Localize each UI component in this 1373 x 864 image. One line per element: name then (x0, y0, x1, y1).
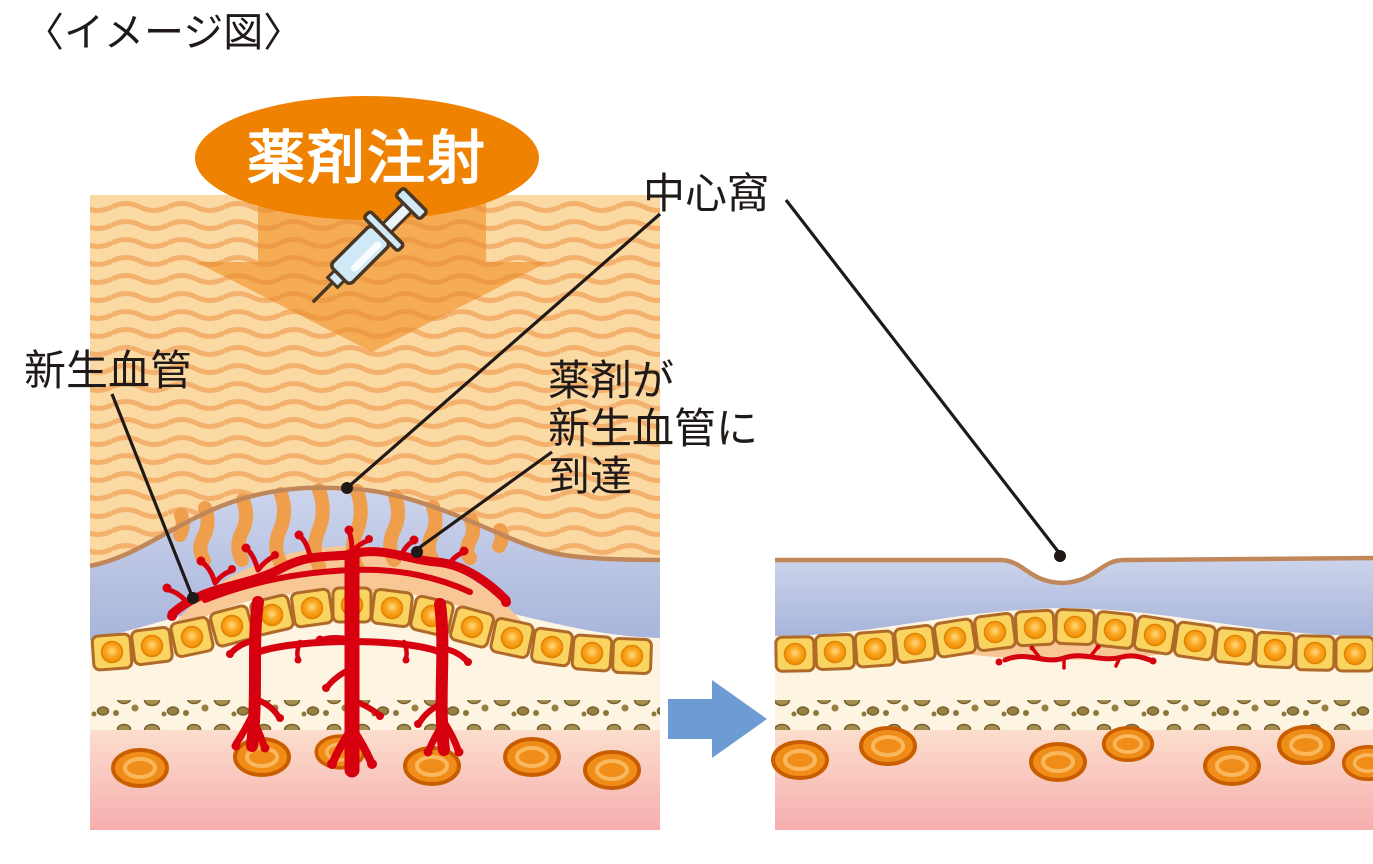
retina-membrane-line (89, 485, 661, 569)
rpe-cell (90, 632, 134, 672)
choroid-vessel (583, 750, 641, 790)
leader-dot (411, 546, 423, 558)
rpe-cell (168, 614, 216, 660)
drug-reach-line1: 薬剤が (548, 356, 674, 405)
rpe-cell (932, 616, 978, 660)
retina-blue-layer (775, 558, 1373, 636)
rpe-cell (1013, 608, 1057, 648)
rpe-cell (570, 633, 614, 673)
neovascular-network (162, 525, 511, 778)
choroid-vessel (1341, 744, 1373, 782)
drug-reach-line3: 到達 (548, 452, 632, 501)
new-vessels-label: 新生血管 (24, 346, 192, 395)
leader-line-fovea-left (345, 212, 662, 490)
rpe-cell (1053, 607, 1097, 647)
rpe-cell (369, 587, 415, 629)
leader-line-drug-reach (415, 450, 553, 552)
rpe-cell (1132, 613, 1178, 657)
rpe-cell (610, 636, 654, 676)
drug-reach-line2: 新生血管に (548, 404, 758, 453)
rpe-cell (289, 587, 335, 629)
page-title: 〈イメージ図〉 (24, 10, 303, 56)
rpe-cell (129, 625, 175, 667)
choroid-layer (90, 730, 660, 830)
drug-reach-label: 薬剤が 新生血管に 到達 (548, 356, 758, 501)
fovea-label: 中心窩 (643, 169, 769, 218)
rpe-cell (853, 629, 897, 669)
regressed-vessel (995, 644, 1157, 670)
leader-dot (341, 482, 353, 494)
rpe-cell (972, 611, 1018, 653)
choroid-vessel (1101, 725, 1155, 763)
rpe-cell (1172, 620, 1218, 662)
injection-badge-label: 薬剤注射 (247, 124, 487, 192)
rpe-cell (813, 632, 857, 672)
choroid-vessel (1203, 746, 1261, 786)
leader-line-fovea-right (784, 199, 1062, 555)
vessel-tips (162, 525, 511, 778)
leader-dot (187, 592, 199, 604)
badge-ellipse (195, 96, 539, 220)
rpe-cell (1334, 635, 1373, 673)
rpe-cell (529, 626, 575, 668)
rpe-cell (1294, 634, 1336, 672)
choroid-vessel (503, 737, 561, 777)
retina-membrane-line-foveal-dip (775, 555, 1373, 586)
leader-dot (1054, 550, 1066, 562)
choroid-vessel (1277, 725, 1335, 765)
choroid-vessel (771, 740, 829, 780)
choroid-vessel (1029, 742, 1087, 782)
choroid-vessel (111, 748, 169, 788)
syringe-icon (311, 187, 428, 304)
injection-badge: 薬剤注射 (195, 96, 539, 220)
edema-dome (160, 546, 540, 645)
leader-line-new-vessels (110, 393, 194, 597)
right-panel-healed-retina (771, 555, 1373, 830)
rpe-cell (488, 615, 536, 661)
rpe-cell (892, 623, 938, 665)
rpe-cell (1213, 625, 1257, 667)
rpe-cell (774, 635, 816, 673)
rpe-cell (1092, 609, 1138, 651)
dot-band (775, 700, 1373, 730)
right-arrow-icon (668, 680, 767, 758)
choroid-vessel (859, 726, 917, 766)
leader-lines (110, 199, 1066, 604)
rpe-cell (1253, 630, 1297, 670)
